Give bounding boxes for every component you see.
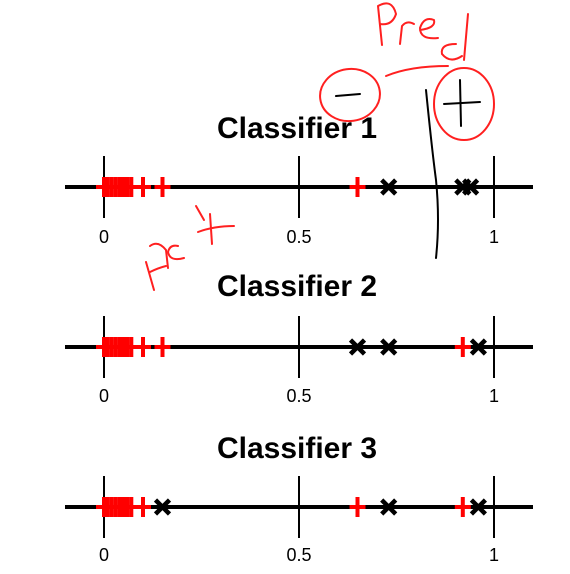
panel-classifier-3: Classifier 3 0 0.5 1 — [65, 432, 533, 565]
negative-x-mark — [469, 338, 487, 356]
data-marks — [96, 497, 487, 517]
pred-handwriting — [377, 2, 469, 77]
tick-label-0.5: 0.5 — [286, 386, 311, 406]
positive-plus-mark — [135, 337, 151, 357]
positive-plus-mark — [454, 337, 471, 357]
negative-x-mark — [153, 498, 172, 516]
data-marks — [96, 177, 480, 197]
handwritten-annotations — [145, 2, 495, 291]
negative-x-mark — [380, 498, 398, 516]
positive-plus-mark — [154, 177, 171, 197]
panel-classifier-2: Classifier 2 0 0.5 1 — [65, 270, 533, 406]
tick-label-1: 1 — [489, 227, 499, 247]
tick-label-1: 1 — [489, 545, 499, 565]
tick-label-1: 1 — [489, 386, 499, 406]
tick-label-0.5: 0.5 — [286, 545, 311, 565]
positive-plus-mark — [349, 177, 366, 197]
tick-label-0: 0 — [99, 545, 109, 565]
tick-label-0: 0 — [99, 386, 109, 406]
panel-title: Classifier 2 — [217, 270, 377, 303]
negative-x-mark — [469, 498, 487, 516]
tick-label-0.5: 0.5 — [286, 227, 311, 247]
positive-plus-mark — [135, 177, 151, 197]
negative-x-mark — [348, 338, 367, 356]
data-marks — [96, 337, 487, 357]
panel-classifier-1: Classifier 1 0 0.5 1 — [65, 112, 533, 247]
minus-symbol-icon — [335, 93, 361, 97]
actual-handwriting — [145, 205, 235, 291]
threshold-curve — [425, 89, 439, 259]
panel-title: Classifier 1 — [217, 112, 377, 145]
positive-plus-mark — [349, 497, 366, 517]
plus-symbol-horizontal — [443, 101, 481, 105]
negative-x-mark — [380, 338, 398, 356]
panel-title: Classifier 3 — [217, 432, 377, 465]
tick-label-0: 0 — [99, 227, 109, 247]
negative-x-mark — [380, 178, 398, 196]
predicted-positive-marker — [433, 67, 495, 141]
positive-plus-mark — [135, 497, 151, 517]
positive-plus-mark — [154, 337, 171, 357]
negative-x-mark — [462, 178, 480, 196]
predicted-negative-marker — [319, 67, 381, 123]
positive-plus-mark — [454, 497, 471, 517]
